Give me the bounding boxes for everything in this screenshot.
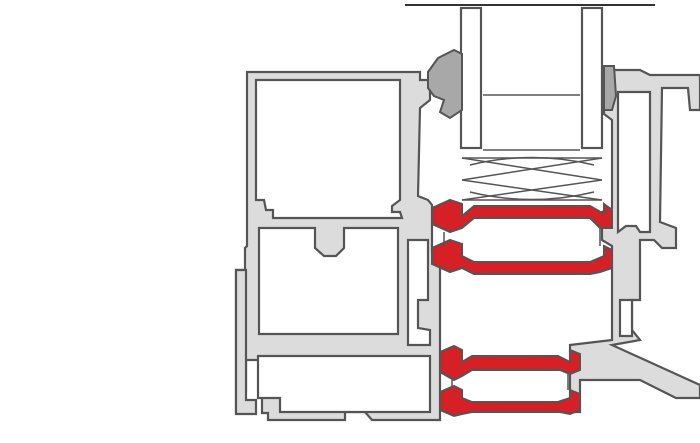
frame-cavity-top (254, 78, 404, 220)
thermal-break-strip-3 (439, 344, 581, 382)
sash-right-cavity-lower (618, 298, 634, 338)
sash-right-body (568, 68, 700, 414)
frame-cavity-middle (257, 226, 400, 336)
setting-block-hatch (461, 156, 603, 201)
glass-pane-right (580, 6, 604, 150)
glazing-gasket-left (427, 48, 463, 120)
thermal-break-strip-4 (439, 384, 581, 418)
sash-right-cavity (616, 90, 652, 235)
frame-rebate-tail (234, 268, 258, 416)
thermal-break-strip-2 (431, 238, 613, 275)
frame-cavity-bottom (256, 354, 432, 414)
glazing-gasket-right (603, 65, 618, 111)
glass-pane-left (459, 6, 483, 150)
frame-cavity-lower (406, 238, 432, 347)
thermal-break-strip-1 (431, 198, 613, 234)
strip-connector-upper (443, 228, 601, 246)
strip-connector-lower (451, 374, 569, 390)
